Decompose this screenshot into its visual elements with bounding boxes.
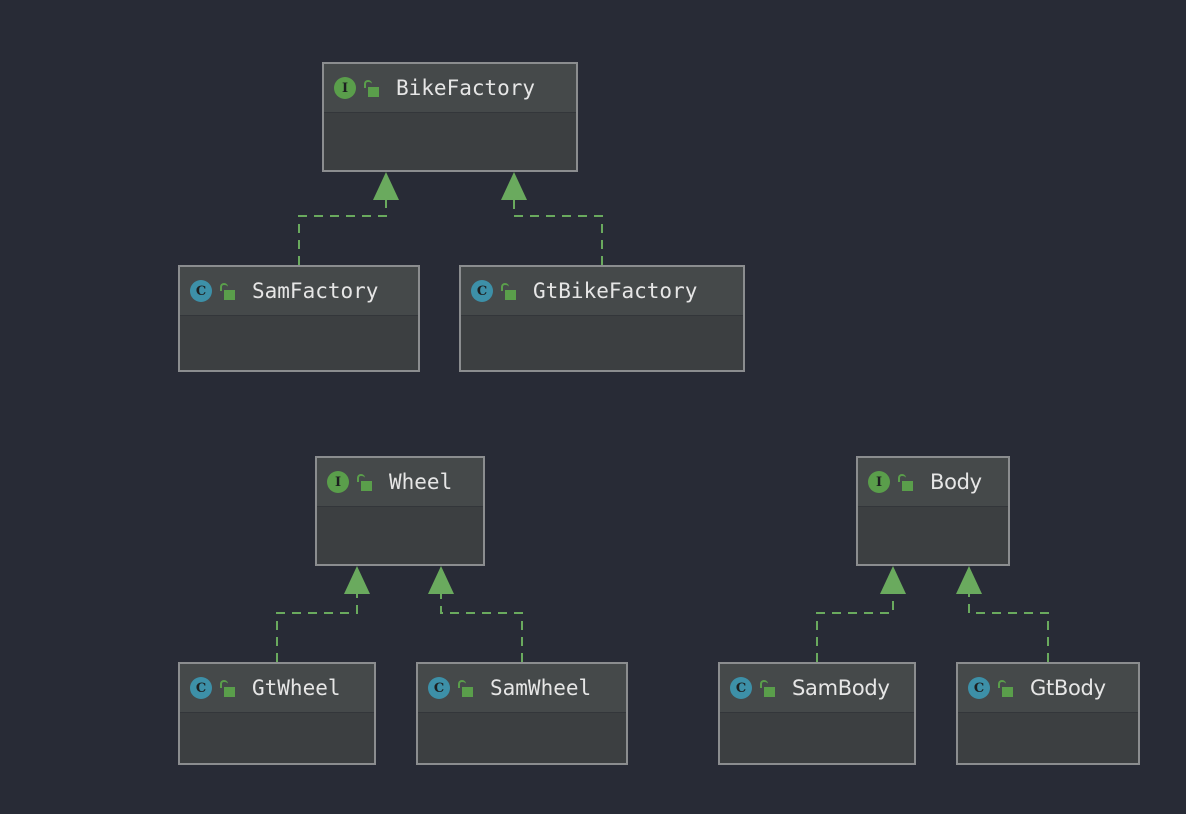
class-stereotype-icon: C: [190, 280, 212, 302]
node-members-area: [324, 113, 576, 170]
node-title: GtBikeFactory: [533, 279, 698, 303]
uml-node-body[interactable]: I Body: [856, 456, 1010, 566]
realization-arrowhead: [428, 566, 454, 594]
edge-samwheel-to-wheel[interactable]: [440, 594, 523, 662]
node-title: SamFactory: [252, 279, 379, 303]
realization-arrowhead: [501, 172, 527, 200]
node-title: GtWheel: [252, 676, 341, 700]
realization-arrowhead: [344, 566, 370, 594]
node-title: SamBody: [792, 676, 890, 700]
realization-arrowhead: [373, 172, 399, 200]
class-stereotype-icon: C: [190, 677, 212, 699]
node-members-area: [180, 713, 374, 763]
node-title: Body: [930, 470, 982, 494]
node-members-area: [958, 713, 1138, 763]
node-header: C GtBody: [958, 664, 1138, 713]
unlocked-padlock-icon: [356, 473, 372, 491]
uml-node-wheel[interactable]: I Wheel: [315, 456, 485, 566]
unlocked-padlock-icon: [759, 679, 775, 697]
unlocked-padlock-icon: [997, 679, 1013, 697]
edge-sambody-to-body[interactable]: [816, 594, 894, 662]
node-header: C GtBikeFactory: [461, 267, 743, 316]
uml-node-gtwheel[interactable]: C GtWheel: [178, 662, 376, 765]
uml-node-sambody[interactable]: C SamBody: [718, 662, 916, 765]
unlocked-padlock-icon: [219, 679, 235, 697]
node-members-area: [418, 713, 626, 763]
node-header: I BikeFactory: [324, 64, 576, 113]
node-members-area: [858, 507, 1008, 564]
uml-node-gtbikefactory[interactable]: C GtBikeFactory: [459, 265, 745, 372]
uml-node-gtbody[interactable]: C GtBody: [956, 662, 1140, 765]
node-header: C SamBody: [720, 664, 914, 713]
edge-samfactory-to-bikefactory[interactable]: [298, 200, 387, 265]
edge-gtwheel-to-wheel[interactable]: [276, 594, 358, 662]
unlocked-padlock-icon: [219, 282, 235, 300]
node-members-area: [461, 316, 743, 370]
unlocked-padlock-icon: [500, 282, 516, 300]
node-header: I Body: [858, 458, 1008, 507]
class-stereotype-icon: C: [730, 677, 752, 699]
uml-node-samwheel[interactable]: C SamWheel: [416, 662, 628, 765]
node-header: I Wheel: [317, 458, 483, 507]
node-members-area: [180, 316, 418, 370]
node-title: GtBody: [1030, 676, 1106, 700]
interface-stereotype-icon: I: [327, 471, 349, 493]
unlocked-padlock-icon: [897, 473, 913, 491]
class-stereotype-icon: C: [471, 280, 493, 302]
node-header: C GtWheel: [180, 664, 374, 713]
edge-gtbikefactory-to-bikefactory[interactable]: [513, 200, 603, 265]
uml-node-samfactory[interactable]: C SamFactory: [178, 265, 420, 372]
interface-stereotype-icon: I: [868, 471, 890, 493]
node-title: Wheel: [389, 470, 453, 494]
node-title: SamWheel: [490, 676, 592, 700]
node-header: C SamFactory: [180, 267, 418, 316]
class-stereotype-icon: C: [428, 677, 450, 699]
unlocked-padlock-icon: [457, 679, 473, 697]
node-members-area: [317, 507, 483, 564]
interface-stereotype-icon: I: [334, 77, 356, 99]
class-stereotype-icon: C: [968, 677, 990, 699]
node-title: BikeFactory: [396, 76, 536, 100]
node-header: C SamWheel: [418, 664, 626, 713]
realization-arrowhead: [880, 566, 906, 594]
unlocked-padlock-icon: [363, 79, 379, 97]
edge-gtbody-to-body[interactable]: [968, 594, 1049, 662]
realization-arrowhead: [956, 566, 982, 594]
uml-node-bikefactory[interactable]: I BikeFactory: [322, 62, 578, 172]
node-members-area: [720, 713, 914, 763]
